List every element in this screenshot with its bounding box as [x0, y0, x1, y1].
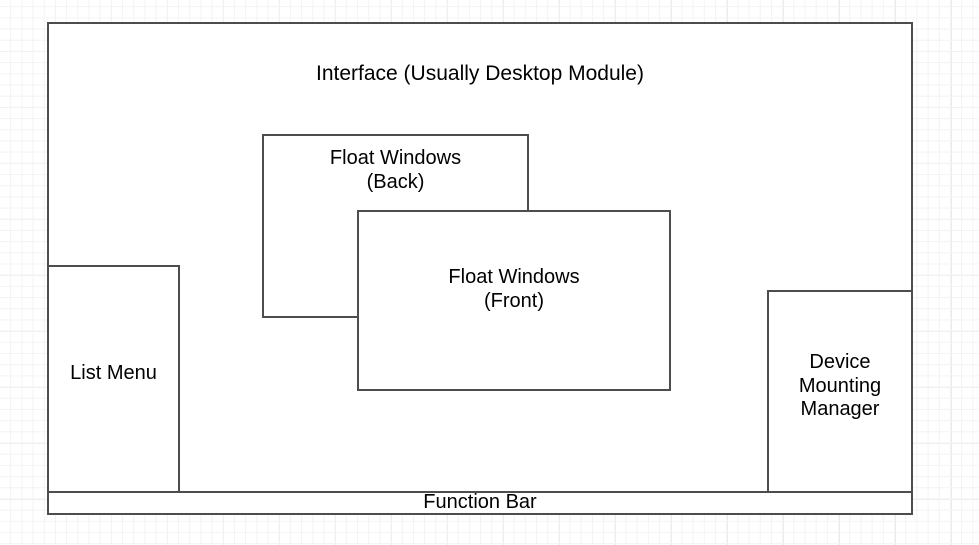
function-bar-label: Function Bar — [423, 491, 537, 513]
function-bar-box[interactable]: Function Bar — [47, 491, 913, 515]
float-windows-back-label: Float Windows (Back) — [329, 147, 462, 193]
list-menu-box[interactable]: List Menu — [47, 265, 180, 493]
device-mounting-manager-label: Device Mounting Manager — [798, 351, 882, 421]
device-mounting-manager-box[interactable]: Device Mounting Manager — [767, 290, 913, 493]
list-menu-label: List Menu — [70, 362, 157, 384]
interface-container-label: Interface (Usually Desktop Module) — [316, 62, 644, 85]
float-windows-front-box[interactable]: Float Windows (Front) — [357, 210, 671, 391]
float-windows-front-label: Float Windows (Front) — [448, 266, 580, 312]
